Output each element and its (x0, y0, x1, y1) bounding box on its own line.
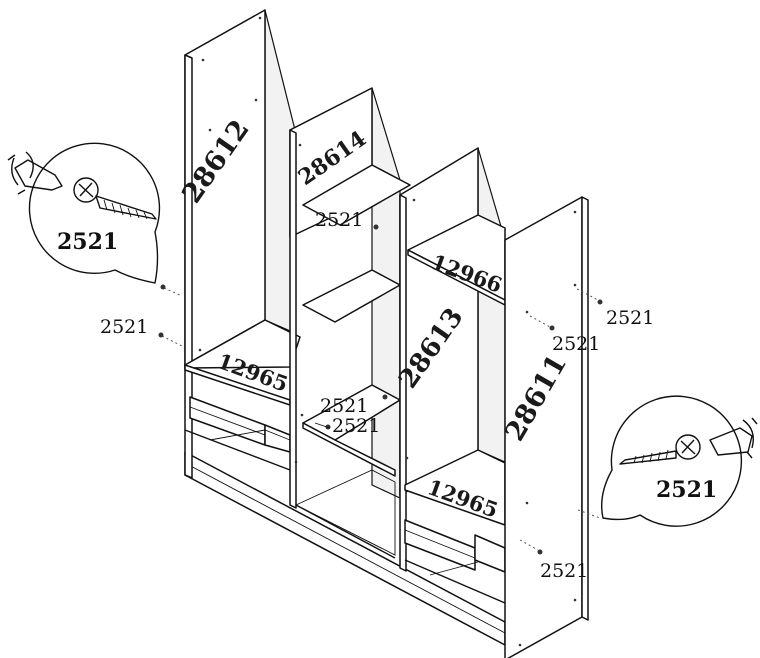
callout-2521-right-bottom: 2521 (540, 560, 588, 582)
small-screw-marks (158, 224, 603, 555)
right-detail-bubble: 2521 (600, 395, 758, 527)
screwdriver-right-icon (709, 417, 758, 459)
callout-2521-mid-low-2: 2521 (332, 415, 380, 437)
left-cabinet (184, 9, 301, 479)
right-middle-cabinet (399, 147, 506, 604)
left-detail-bubble: 2521 (7, 142, 161, 284)
right-drawer (404, 519, 476, 571)
screwdriver-left-icon (7, 151, 63, 195)
callout-2521-left-b: 2521 (100, 316, 148, 338)
middle-cabinet (289, 87, 411, 559)
callout-2521-right-1: 2521 (606, 307, 654, 329)
left-bubble-label: 2521 (57, 229, 118, 255)
screw-right-icon (619, 434, 701, 465)
right-bubble-label: 2521 (656, 477, 717, 503)
callout-2521-mid-low-1: 2521 (320, 395, 368, 417)
middle-shelf-1 (302, 164, 411, 226)
callout-2521-mid-top: 2521 (315, 209, 363, 231)
callout-2521-right-2: 2521 (552, 333, 600, 355)
screw-left-icon (73, 177, 157, 220)
